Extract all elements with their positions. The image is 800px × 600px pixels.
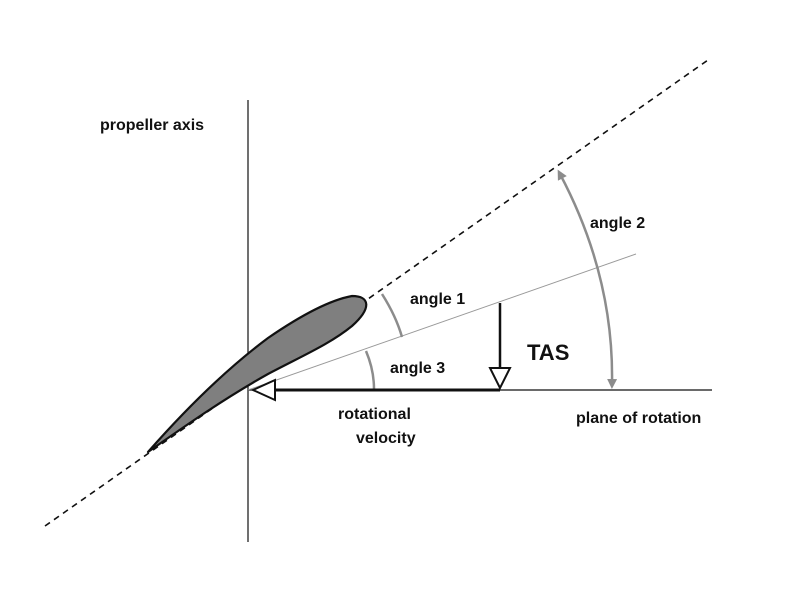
propeller-axis-label: propeller axis (100, 117, 204, 134)
angle-1-label: angle 1 (410, 291, 465, 308)
plane-of-rotation-label: plane of rotation (576, 410, 701, 427)
angle-3-arc (364, 350, 376, 390)
airfoil-shape (146, 294, 368, 454)
chord-line-dashed (44, 59, 709, 527)
rotational-velocity-label-line2: velocity (356, 430, 416, 447)
tas-label: TAS (527, 340, 569, 365)
rotational-velocity-label-line1: rotational (338, 406, 411, 423)
rotational-velocity-arrowhead (250, 378, 276, 402)
angle-2-arc (557, 169, 618, 389)
angle-1-arc (380, 293, 404, 338)
angle-2-label: angle 2 (590, 215, 645, 232)
angle-3-label: angle 3 (390, 360, 445, 377)
tas-arrowhead (488, 367, 512, 391)
